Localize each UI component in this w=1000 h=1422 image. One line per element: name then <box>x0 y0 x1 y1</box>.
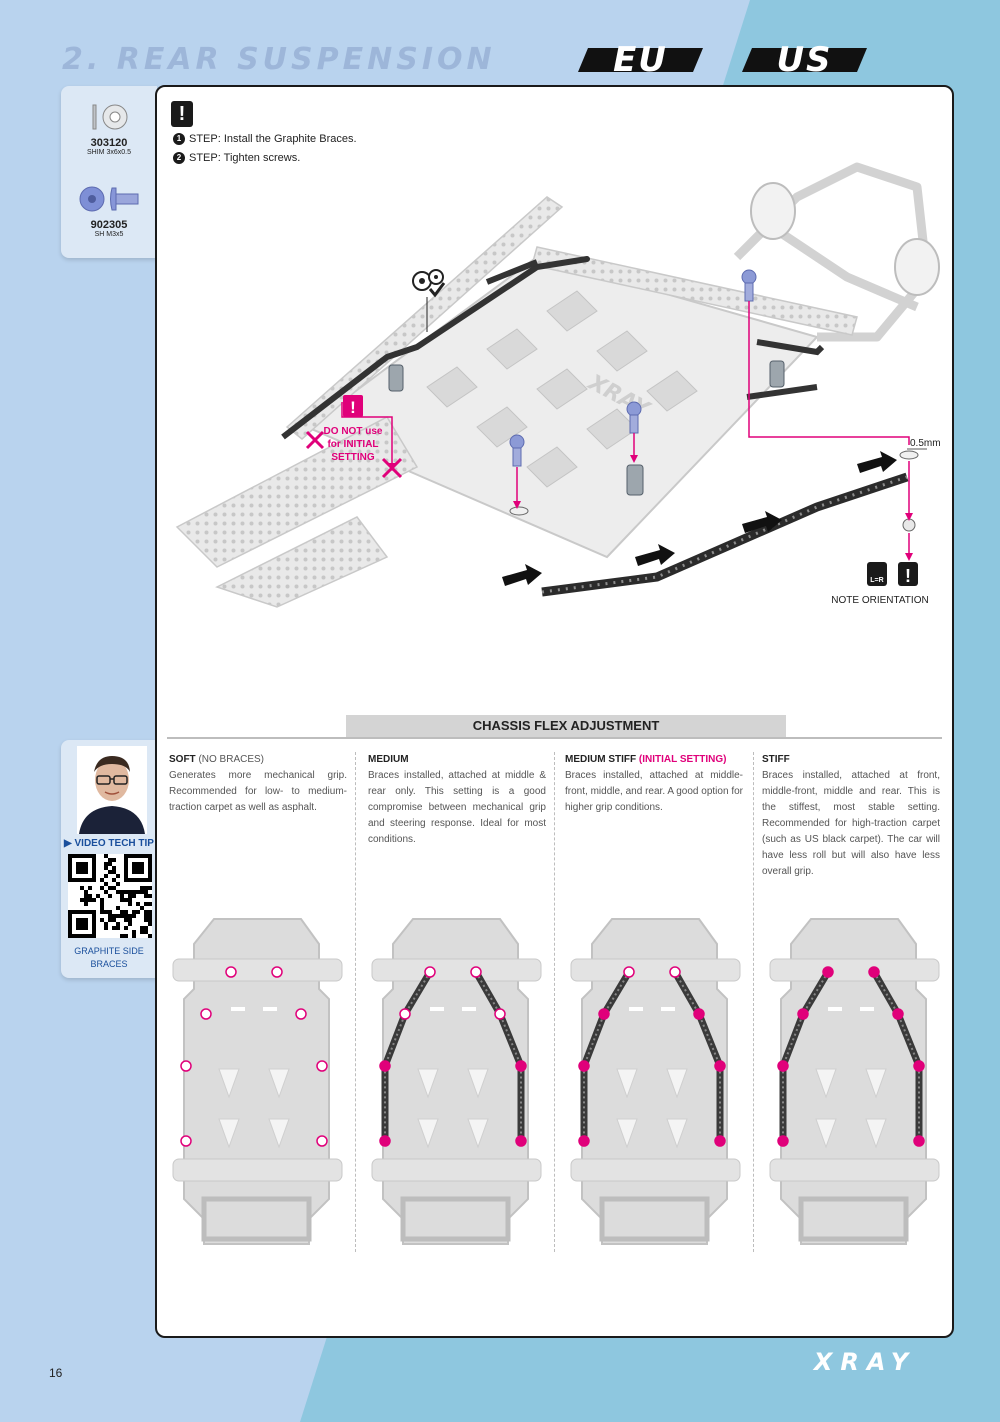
attachment-point <box>868 966 880 978</box>
svg-text:for INITIAL: for INITIAL <box>327 439 378 450</box>
option-stiff: STIFF Braces installed, attached at fron… <box>762 754 940 877</box>
attachment-point <box>578 1135 590 1147</box>
chassis-soft-diagram <box>172 918 343 1245</box>
option-medium-stiff: MEDIUM STIFF (INITIAL SETTING) Braces in… <box>565 754 743 813</box>
chassis-medium-diagram <box>371 918 542 1245</box>
do-not-use-marks <box>305 430 403 479</box>
option-soft: SOFT (NO BRACES) Generates more mechanic… <box>169 754 347 813</box>
attachment-point <box>777 1060 789 1072</box>
attachment-point <box>515 1060 527 1072</box>
tech-tip-subtitle: GRAPHITE SIDE BRACES <box>74 946 144 969</box>
attachment-point <box>271 966 283 978</box>
svg-text:!: ! <box>350 398 356 417</box>
attachment-point <box>399 1008 411 1020</box>
qr-code[interactable] <box>68 854 152 938</box>
lr-orientation-icon: L=R <box>867 562 887 586</box>
tools-check-icon <box>412 269 446 298</box>
attachment-point <box>424 966 436 978</box>
attachment-point <box>913 1060 925 1072</box>
note-alert-icon: ! <box>898 562 918 586</box>
chassis-flex-divider <box>167 737 942 739</box>
brand-logo: XRAY <box>775 1350 955 1374</box>
screws <box>509 269 757 467</box>
attachment-point <box>693 1008 705 1020</box>
attachment-point <box>316 1135 328 1147</box>
attachment-point <box>714 1135 726 1147</box>
chassis-stiff-diagram <box>769 918 940 1245</box>
shim-label: 0.5mm <box>910 438 941 449</box>
attachment-point <box>913 1135 925 1147</box>
rear-suspension-diagram: XRAY <box>175 162 941 608</box>
attachment-point <box>316 1060 328 1072</box>
chassis-flex-title: CHASSIS FLEX ADJUSTMENT <box>346 715 786 737</box>
video-tech-tip-label[interactable]: ▶ VIDEO TECH TIP <box>64 838 154 849</box>
left-graphite-brace <box>281 256 590 440</box>
screw-icon <box>79 186 139 212</box>
svg-text:!: ! <box>905 566 911 586</box>
attachment-point <box>295 1008 307 1020</box>
shim-icon <box>92 104 128 130</box>
part-screw: 902305 SH M3x5 <box>61 184 157 238</box>
parts-panel: 303120 SHIM 3x6x0.5 902305 SH M3x5 <box>61 86 157 258</box>
svg-text:L=R: L=R <box>870 577 883 584</box>
attachment-point <box>822 966 834 978</box>
attachment-point <box>669 966 681 978</box>
attachment-point <box>714 1060 726 1072</box>
attachment-point <box>180 1060 192 1072</box>
presenter-photo <box>77 746 147 834</box>
attachment-point <box>200 1008 212 1020</box>
part-shim: 303120 SHIM 3x6x0.5 <box>61 102 157 156</box>
attachment-point <box>379 1135 391 1147</box>
attachment-point <box>892 1008 904 1020</box>
page-number: 16 <box>49 1366 63 1380</box>
alert-icon: ! <box>171 101 193 127</box>
attachment-point <box>797 1008 809 1020</box>
note-orientation-label: NOTE ORIENTATION <box>831 595 928 606</box>
svg-text:DO NOT use: DO NOT use <box>324 426 383 437</box>
play-icon: ▶ <box>64 838 72 849</box>
us-badge: US <box>742 43 867 77</box>
attachment-point <box>578 1060 590 1072</box>
attachment-point <box>470 966 482 978</box>
column-divider <box>554 752 555 1252</box>
tech-tip-panel: ▶ VIDEO TECH TIP GRAPHITE SIDE BRACES <box>61 740 157 978</box>
attachment-point <box>623 966 635 978</box>
attachment-point <box>494 1008 506 1020</box>
svg-text:SETTING: SETTING <box>331 452 375 463</box>
chassis-medium-stiff-diagram <box>570 918 741 1245</box>
attachment-point <box>777 1135 789 1147</box>
attachment-point <box>180 1135 192 1147</box>
column-divider <box>355 752 356 1252</box>
attachment-point <box>225 966 237 978</box>
install-arrows <box>502 451 897 586</box>
attachment-point <box>379 1060 391 1072</box>
column-divider <box>753 752 754 1252</box>
attachment-point <box>598 1008 610 1020</box>
eu-badge: EU <box>578 43 703 77</box>
option-medium: MEDIUM Braces installed, attached at mid… <box>368 754 546 845</box>
attachment-point <box>515 1135 527 1147</box>
warning-text: DO NOT use for INITIAL SETTING <box>324 426 383 463</box>
section-title: 2. REAR SUSPENSION <box>62 42 496 77</box>
